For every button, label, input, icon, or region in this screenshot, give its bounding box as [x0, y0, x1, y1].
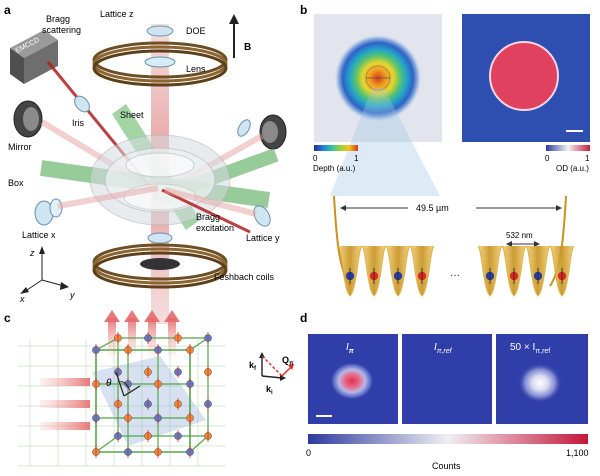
- panel-d-letter: d: [300, 311, 307, 325]
- lattice-x-optic: [34, 198, 63, 226]
- outgoing-beam-head: [104, 310, 120, 322]
- counts-max: 1,100: [566, 448, 589, 458]
- spacing-arrow: [506, 241, 540, 247]
- outgoing-beam-arrow: [108, 318, 116, 356]
- label-bragg-excitation-2: excitation: [196, 223, 234, 233]
- axis-x-label: x: [19, 294, 25, 304]
- depth-tick-1: 1: [354, 154, 359, 163]
- bragg-excitation-beam: [161, 188, 251, 234]
- theta-arc: [118, 381, 131, 392]
- label-50x-i-pi-ref: 50 × Iπ,ref: [510, 342, 550, 355]
- spacing-label: 532 nm: [506, 231, 533, 240]
- counts-label: Counts: [432, 461, 461, 471]
- lower-axis-optic: [147, 232, 173, 244]
- lattice-wells: [337, 245, 575, 297]
- b-field-label: B: [244, 42, 251, 53]
- panel-c-letter: c: [4, 311, 11, 325]
- lattice-3d: [18, 310, 226, 467]
- bottom-objective: [140, 258, 180, 270]
- doe-optic: [146, 25, 174, 37]
- label-doe: DOE: [186, 26, 206, 36]
- panel-a: a EMCCD: [4, 3, 287, 324]
- size-arrow: [340, 205, 562, 211]
- lens-optic: [144, 56, 176, 68]
- od-image-disk: [489, 41, 559, 111]
- label-bragg-scattering-2: scattering: [42, 25, 81, 35]
- image-i-pi-cloud: [330, 362, 374, 400]
- outgoing-beam-arrow: [148, 318, 156, 356]
- ki-label: ki: [266, 384, 273, 396]
- right-mirror: [259, 114, 287, 150]
- label-lens: Lens: [186, 64, 206, 74]
- image-i-pi-ref: [402, 334, 492, 424]
- bottom-feshbach-coil: [92, 243, 228, 289]
- label-bragg-excitation-1: Bragg: [196, 212, 220, 222]
- outgoing-beam-head: [144, 310, 160, 322]
- wells-ellipsis: ···: [450, 270, 460, 281]
- kf-vector: [115, 371, 125, 397]
- label-i-pi-ref: Iπ,ref: [434, 342, 453, 355]
- image-50x-cloud: [518, 363, 562, 403]
- outgoing-beam-arrow: [168, 318, 176, 356]
- panel-d: d Iπ Iπ,ref 50 × Iπ,ref 0 1,100 Counts: [300, 311, 589, 471]
- coordinate-axes: [20, 246, 69, 294]
- axis-y-label: y: [69, 290, 75, 300]
- label-iris: Iris: [72, 118, 84, 128]
- mirror: [13, 100, 43, 138]
- kf-label: kf: [249, 360, 257, 372]
- outgoing-beam-head: [164, 310, 180, 322]
- top-feshbach-coil: [92, 41, 228, 87]
- lattice-edge: [95, 337, 119, 351]
- theta-label: θ: [106, 378, 112, 389]
- lattice-edge: [189, 435, 209, 453]
- label-lattice-z: Lattice z: [100, 9, 134, 19]
- panel-b: b 0 1 Depth (a.u.) 0 1 OD (a.u.): [300, 3, 590, 297]
- right-upper-optic: [237, 119, 251, 137]
- emccd-camera: EMCCD: [10, 30, 58, 84]
- lattice-edge: [95, 435, 119, 453]
- od-tick-0: 0: [545, 154, 550, 163]
- label-bragg-scattering-1: Bragg: [46, 14, 70, 24]
- incoming-beam-arrow: [40, 400, 90, 408]
- depth-colorbar-label: Depth (a.u.): [313, 164, 356, 173]
- incoming-beam-arrow: [40, 422, 90, 430]
- label-lattice-y: Lattice y: [246, 233, 280, 243]
- q-label: Qπ: [282, 355, 294, 367]
- outgoing-beam-arrow: [128, 318, 136, 356]
- label-box: Box: [8, 178, 24, 188]
- lattice-x-beam: [57, 185, 159, 209]
- zoom-cone: [330, 88, 440, 196]
- label-feshbach-coils: Feshbach coils: [214, 272, 275, 282]
- label-mirror: Mirror: [8, 142, 32, 152]
- iris-optic: [74, 95, 90, 113]
- depth-tick-0: 0: [313, 154, 318, 163]
- b-field-arrow: [229, 14, 239, 58]
- ki-vector: [123, 385, 141, 397]
- panel-c: c kf ki Qπ θ: [4, 310, 294, 467]
- outgoing-beam-head: [124, 310, 140, 322]
- panel-a-letter: a: [4, 3, 11, 17]
- axis-z-label: z: [29, 248, 35, 258]
- counts-colorbar: [308, 434, 588, 444]
- size-label: 49.5 µm: [416, 203, 449, 213]
- label-lattice-x: Lattice x: [22, 230, 56, 240]
- depth-colorbar: [314, 145, 358, 151]
- od-colorbar: [546, 145, 590, 151]
- panel-b-letter: b: [300, 3, 307, 17]
- incoming-beam-arrow: [40, 378, 90, 386]
- label-sheet: Sheet: [120, 110, 144, 120]
- vector-diagram: [259, 352, 294, 381]
- counts-min: 0: [306, 448, 311, 458]
- lattice-y-optic: [253, 205, 271, 227]
- label-i-pi: Iπ: [346, 342, 355, 355]
- od-tick-1: 1: [585, 154, 590, 163]
- lattice-y-beam: [164, 187, 257, 217]
- od-colorbar-label: OD (a.u.): [556, 164, 589, 173]
